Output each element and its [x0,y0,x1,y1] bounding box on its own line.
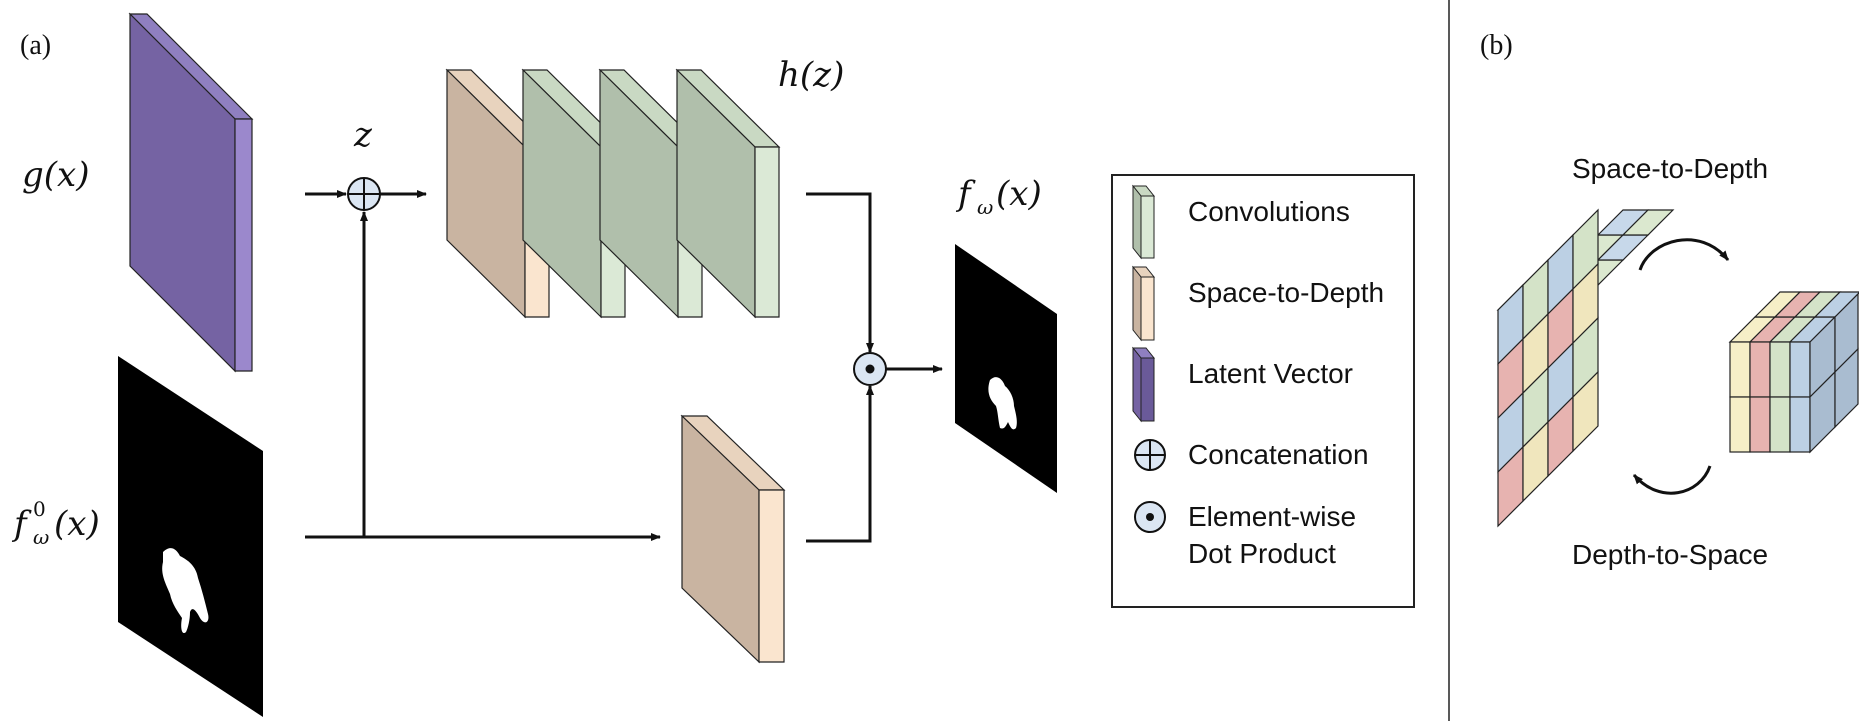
legend-element-wise: Element-wise [1188,501,1356,532]
z-label: z [353,115,373,155]
element-wise-product-icon [1134,501,1166,533]
curved-arrow-right [1638,238,1730,271]
legend-dot-product: Dot Product [1188,538,1336,569]
depth-cube-block [1728,291,1859,454]
concatenation-icon [1134,439,1166,471]
convolution-block-icon [1131,184,1156,260]
h-of-z-label: h(z) [778,55,844,95]
svg-text:(x): (x) [54,504,100,544]
space-to-depth-block-icon [1131,265,1156,342]
legend-concatenation: Concatenation [1188,439,1369,470]
depth-to-space-caption: Depth-to-Space [1572,539,1768,570]
curved-arrow-left [1632,465,1712,495]
latent-vector-block [128,12,254,373]
legend-space-to-depth: Space-to-Depth [1188,277,1384,308]
legend-convolutions: Convolutions [1188,196,1350,227]
svg-text:ω: ω [977,195,993,219]
f-omega-label: f ω (x) [955,174,1042,219]
legend-latent-vector: Latent Vector [1188,358,1353,389]
latent-vector-block-icon [1131,346,1156,423]
concatenation-operator [347,177,381,211]
svg-text:f: f [11,504,32,544]
arrow-s2d-to-product [806,385,874,543]
panel-a-label: (a) [20,30,51,61]
h-block-conv-3 [675,68,781,319]
space-to-depth-caption: Space-to-Depth [1572,153,1768,184]
svg-text:0: 0 [33,497,46,521]
svg-text:ω: ω [33,525,49,549]
f0-label: f ω 0 (x) [11,497,100,549]
legend: Convolutions Space-to-Depth Latent Vecto… [1111,174,1415,608]
svg-text:(x): (x) [996,174,1042,214]
element-wise-product-operator [853,352,887,386]
svg-text:f: f [955,174,976,214]
space-grid-block [1496,208,1675,528]
input-mask-image [118,356,263,717]
g-of-x-label: g(x) [22,155,89,195]
output-mask-image [955,244,1057,493]
panel-b-label: (b) [1480,30,1513,61]
arrow-h-to-product [806,192,874,353]
bottom-space-to-depth-block [680,414,786,664]
